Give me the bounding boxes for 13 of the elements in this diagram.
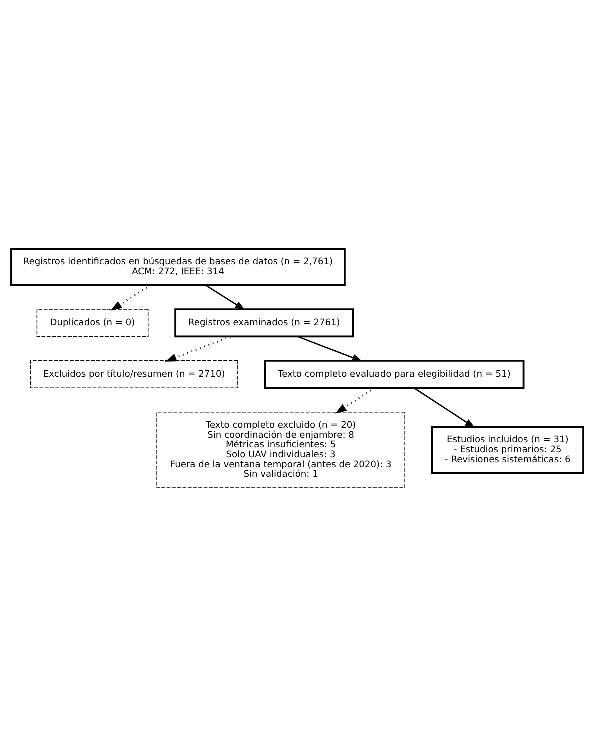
- arrow: [298, 336, 363, 362]
- node-box: Texto completo excluido (n = 20) Sin coordinación de enjambre: 8 Métricas insuficientes: 5 Solo UAV individuales: 3 Fuera de la ventana temporal (antes de 2020): 3 Sin validación: 1: [156, 412, 406, 488]
- arrow: [414, 388, 476, 428]
- arrow: [110, 284, 152, 311]
- arrow: [165, 336, 231, 362]
- arrow: [335, 387, 376, 414]
- node-box: Estudios incluidos (n = 31) - Estudios primarios: 25 - Revisiones sistemáticas: 6: [431, 426, 584, 474]
- node-box: Excluidos por título/resumen (n = 2710): [30, 360, 238, 389]
- arrow: [206, 284, 246, 310]
- node-box: Duplicados (n = 0): [36, 309, 149, 338]
- node-box: Texto completo evaluado para elegibilidad (n = 51): [264, 360, 525, 390]
- node-box: Registros identificados en búsquedas de bases de datos (n = 2,761) ACM: 272, IEEE: 314: [10, 248, 346, 286]
- node-box: Registros examinados (n = 2761): [174, 308, 354, 338]
